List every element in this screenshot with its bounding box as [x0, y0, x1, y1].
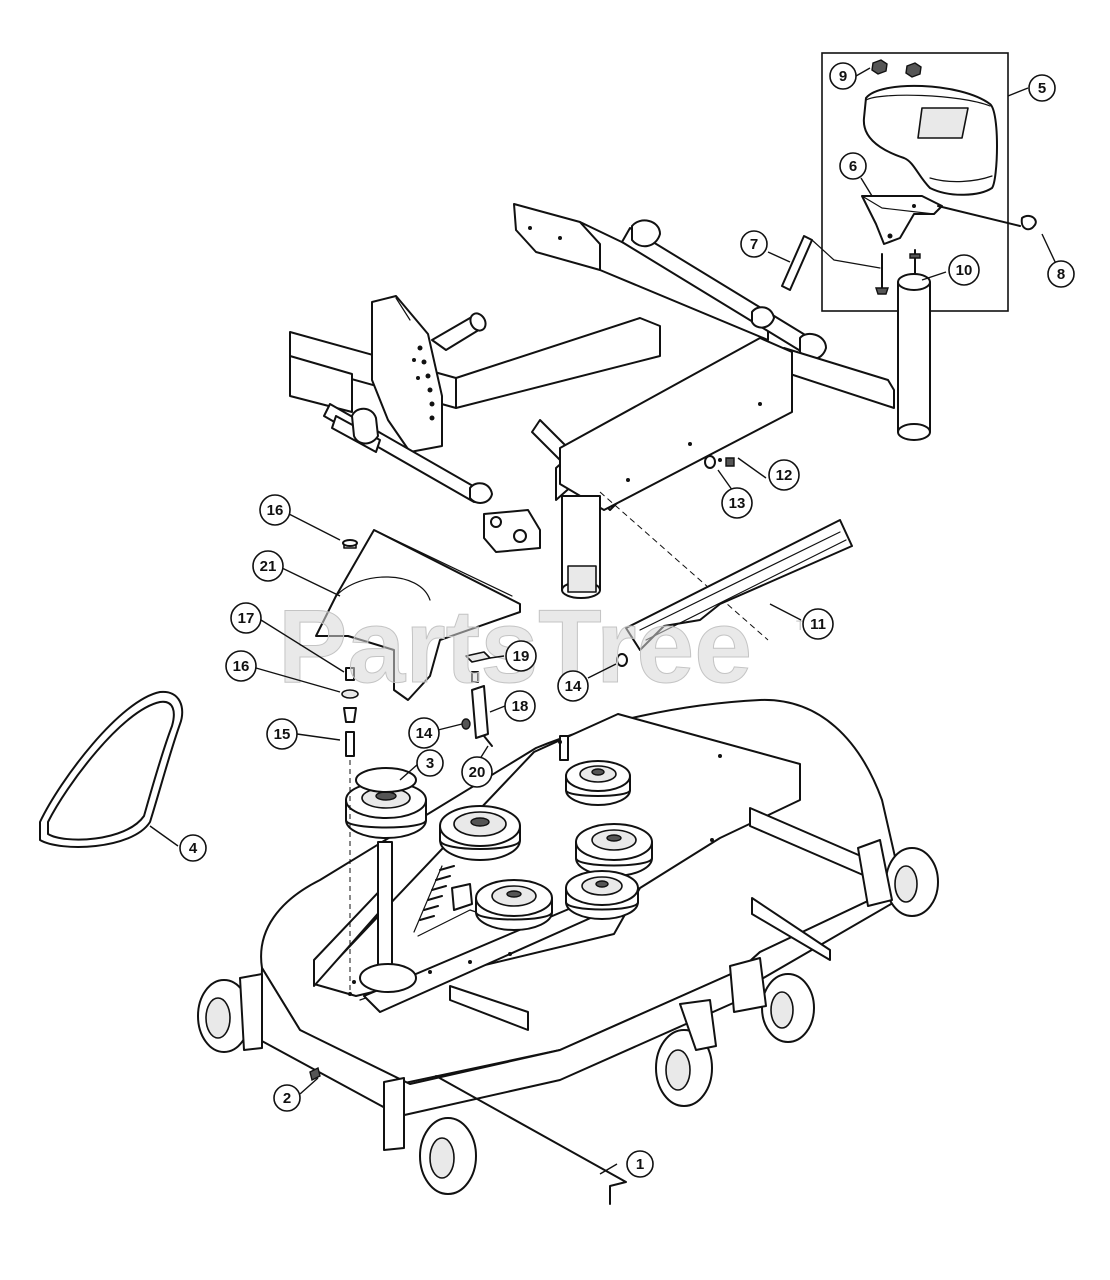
svg-text:16: 16 — [267, 502, 284, 519]
discharge-chute — [625, 519, 853, 651]
callout-3: 3 — [416, 749, 444, 777]
deck-wheels — [197, 839, 939, 1195]
svg-text:11: 11 — [810, 616, 826, 633]
callout-15: 15 — [266, 718, 298, 750]
callout-21: 21 — [252, 550, 284, 582]
wheel-right — [729, 957, 815, 1043]
svg-text:18: 18 — [512, 698, 529, 715]
svg-text:1: 1 — [636, 1156, 644, 1173]
wheel-rear-left — [197, 973, 263, 1053]
leader-lines — [149, 67, 1058, 1175]
svg-text:7: 7 — [750, 236, 758, 253]
pulley-3 — [345, 767, 427, 839]
svg-text:9: 9 — [839, 68, 847, 85]
svg-text:2: 2 — [283, 1090, 291, 1107]
svg-text:17: 17 — [238, 610, 255, 627]
svg-text:12: 12 — [776, 467, 793, 484]
callout-10: 10 — [948, 254, 980, 286]
svg-text:5: 5 — [1038, 80, 1046, 97]
hardware — [309, 455, 735, 1205]
inset-box — [781, 52, 1037, 312]
callout-7: 7 — [740, 230, 768, 258]
callout-8: 8 — [1047, 260, 1075, 288]
pulley-upper-right — [565, 760, 631, 806]
frame-assembly — [289, 203, 931, 641]
callout-19: 19 — [505, 640, 537, 672]
callout-16-top: 16 — [259, 494, 291, 526]
callout-6: 6 — [839, 152, 867, 180]
wheel-rear-right — [857, 839, 939, 917]
svg-text:21: 21 — [260, 558, 277, 575]
callout-17: 17 — [230, 602, 262, 634]
svg-text:16: 16 — [233, 658, 250, 675]
callout-18: 18 — [504, 690, 536, 722]
pulley-mid-right — [575, 823, 653, 877]
svg-text:15: 15 — [274, 726, 291, 743]
pulley-lower-centre — [475, 879, 553, 931]
wheel-front-left — [383, 1077, 477, 1195]
nut-9 — [871, 59, 888, 75]
svg-text:19: 19 — [513, 648, 530, 665]
svg-text:3: 3 — [426, 755, 434, 772]
svg-text:10: 10 — [956, 262, 973, 279]
callout-12: 12 — [768, 459, 800, 491]
pulley-main — [439, 805, 521, 861]
svg-text:14: 14 — [416, 725, 433, 742]
pulley-lower-right — [565, 870, 639, 920]
svg-text:4: 4 — [189, 840, 198, 857]
pulleys — [345, 760, 653, 931]
callout-11: 11 — [802, 608, 834, 640]
callouts: 1 2 3 4 5 6 7 8 9 10 11 12 13 14 14 — [179, 62, 1075, 1178]
callout-1: 1 — [626, 1150, 654, 1178]
callout-16-mid: 16 — [225, 650, 257, 682]
svg-text:6: 6 — [849, 158, 857, 175]
svg-text:14: 14 — [565, 678, 582, 695]
wheel-front-mid — [655, 999, 717, 1107]
tension-spring — [413, 865, 489, 937]
svg-text:13: 13 — [729, 495, 746, 512]
callout-4: 4 — [179, 834, 207, 862]
callout-13: 13 — [721, 487, 753, 519]
callout-14-upper: 14 — [408, 717, 440, 749]
belt-cover — [315, 529, 521, 701]
callout-9: 9 — [829, 62, 857, 90]
watermark: PartsTree TM — [278, 589, 817, 706]
callout-2: 2 — [273, 1084, 301, 1112]
svg-text:8: 8 — [1057, 266, 1065, 283]
drive-belt — [39, 690, 184, 848]
svg-text:20: 20 — [469, 764, 486, 781]
callout-5: 5 — [1028, 74, 1056, 102]
callout-14-lower: 14 — [557, 670, 589, 702]
callout-20: 20 — [461, 756, 493, 788]
